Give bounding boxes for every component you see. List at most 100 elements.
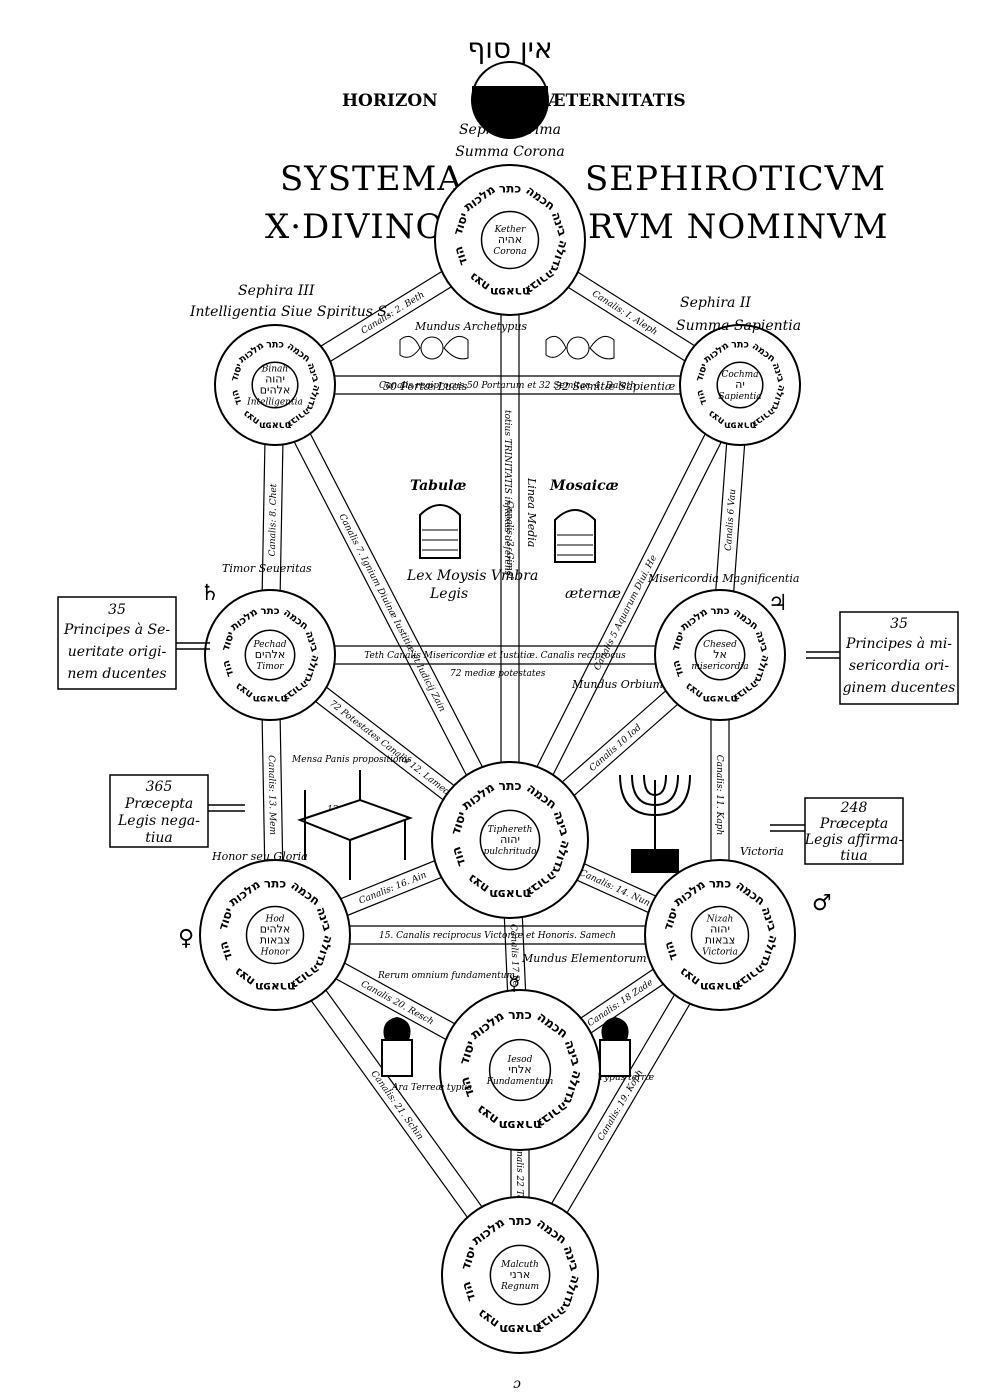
box-left-negative-num: 365 xyxy=(146,779,173,795)
ring-word: הוד xyxy=(661,940,680,963)
sephira-inner-label: יהוה xyxy=(710,923,730,936)
sephira-inner-label: Cochma xyxy=(721,370,758,380)
table-icon xyxy=(297,770,413,880)
sephira-inner-label: אלהים xyxy=(260,384,291,397)
sephira-inner-label: אהיה xyxy=(498,233,522,246)
altar-right-icon xyxy=(599,1016,631,1077)
box-left-negative-l2: Legis nega- xyxy=(117,813,200,829)
channel-line-c5 xyxy=(501,380,733,837)
media-potestates: 72 mediæ potestates xyxy=(450,669,546,679)
binah-heading-2: Intelligentia Siue Spiritus S. xyxy=(189,304,391,320)
sephira-inner-label: Kether xyxy=(494,225,527,235)
ring-word: יסוד xyxy=(661,906,681,932)
horizon-sun xyxy=(471,61,549,139)
nizah-heading-2: Victoria xyxy=(740,845,784,858)
sephira-inner-label: אלחי xyxy=(508,1063,531,1076)
ring-word: כתר xyxy=(508,1213,531,1228)
box-right-affirmative: 248 Præcepta Legis affirma- tiua xyxy=(770,797,904,865)
mosaicae-label: Mosaicæ xyxy=(549,478,619,494)
channel-label-c21: Canalis: 21. Schin xyxy=(369,1069,425,1142)
ring-word: הוד xyxy=(451,245,470,268)
title-sephiroticum: SEPHIROTICVM xyxy=(585,159,886,199)
ring-word: כתר xyxy=(260,605,279,617)
title-systema: SYSTEMA xyxy=(280,159,463,199)
linea-media: Linea Media xyxy=(525,477,538,547)
box-left-negative-l1: Præcepta xyxy=(124,796,193,812)
sephira-inner-label: צבאות xyxy=(705,934,735,947)
channel-label-c3: Canalis: 3. Gimel xyxy=(504,501,514,579)
cherub-right-icon xyxy=(545,335,615,360)
summa-corona: Summa Corona xyxy=(455,144,565,160)
ring-word: הוד xyxy=(220,659,237,679)
ring-word: יסוד xyxy=(229,362,245,383)
ein-sof-hebrew: אין סוף xyxy=(467,32,552,65)
sephira-inner-circle xyxy=(489,1244,551,1306)
channel-label-c11: Canalis: 11. Kaph xyxy=(714,755,724,836)
rerum-label: Rerum omnium fundamentum xyxy=(377,971,515,981)
ring-word: תפארת xyxy=(703,693,738,705)
pechad-heading-2: Timor Seueritas xyxy=(222,562,312,575)
saturn-symbol: ♄ xyxy=(200,581,220,606)
box-right-mercy-l3: ginem ducentes xyxy=(843,680,956,696)
mundus-archetypus: Mundus Archetypus xyxy=(414,320,527,333)
box-left-negative-l3: tiua xyxy=(145,830,172,846)
horizon-left: HORIZON xyxy=(342,91,438,111)
channel-line-c7 xyxy=(266,388,503,845)
channel-label-c9: Teth Canalis Misericordiæ et Iustitiæ. C… xyxy=(364,651,626,661)
sephira-inner-label: אלהים xyxy=(255,648,286,661)
ring-word: כתר xyxy=(264,876,286,890)
ring-word: הוד xyxy=(694,388,709,406)
sephira-inner-label: Iesod xyxy=(507,1055,533,1065)
sephira-inner-circle xyxy=(480,210,540,270)
altar-left-icon xyxy=(381,1016,413,1077)
channel-line-c5 xyxy=(517,388,749,845)
sephira-inner-label: יה xyxy=(735,378,745,391)
ring-word: יסוד xyxy=(448,810,470,837)
sephira-inner-circle xyxy=(479,809,541,871)
ring-word: הוד xyxy=(458,1280,479,1304)
channel-label-c22: Canalis 22 Tau xyxy=(514,1139,524,1207)
ring-word: כתר xyxy=(731,340,749,351)
ring-word: כתר xyxy=(709,876,731,890)
sephira-inner-circle xyxy=(251,361,299,409)
ring-word: כתר xyxy=(266,340,284,351)
channel-label-c8: Canalis: 8. Chet xyxy=(268,483,279,556)
ring-word: כתר xyxy=(710,605,729,617)
ring-word: תפארת xyxy=(489,887,531,902)
sephira-inner-label: Sapientia xyxy=(718,392,761,402)
sephira-inner-label: יהוה xyxy=(265,373,285,386)
sephira-inner-label: יהוה xyxy=(500,833,520,846)
box-right-mercy-num: 35 xyxy=(890,616,908,632)
tablet-left-icon xyxy=(419,504,461,559)
cherub-left-icon xyxy=(399,335,469,360)
box-left-severity: 35 Principes à Se- ueritate origi- nem d… xyxy=(57,596,210,690)
mars-symbol: ♂ xyxy=(812,891,832,916)
channel-label-c1: Canalis: I. Aleph xyxy=(590,289,659,338)
ring-word: כתר xyxy=(499,181,521,195)
title-nominum: RVM NOMINVM xyxy=(588,207,889,247)
semitae-sapientiae: 32 Semitæ Sapientiæ xyxy=(555,380,675,393)
sephira-inner-circle xyxy=(690,905,750,965)
ring-word: הוד xyxy=(670,659,687,679)
ring-word: תפארת xyxy=(499,1322,541,1337)
ring-word: תפארת xyxy=(253,693,288,705)
sephira-inner-label: אלהים xyxy=(260,923,291,936)
box-right-mercy-l2: sericordia ori- xyxy=(849,658,949,674)
mundus-orbium: Mundus Orbium xyxy=(571,678,663,691)
sephira-inner-label: צבאות xyxy=(260,934,290,947)
box-left-severity-l2: ueritate origi- xyxy=(68,644,167,660)
sephira-inner-label: Victoria xyxy=(702,948,738,958)
cochma-heading-2: Summa Sapientia xyxy=(676,318,801,334)
ring-word: תפארת xyxy=(499,1117,542,1132)
aeternae-label: æternæ xyxy=(565,586,621,602)
channel-label-c14: Canalis: 14. Nun xyxy=(578,868,652,909)
trinitatis: totius TRINITATIS influxus deferens xyxy=(502,410,512,576)
box-right-affirmative-l3: tiua xyxy=(840,848,867,864)
